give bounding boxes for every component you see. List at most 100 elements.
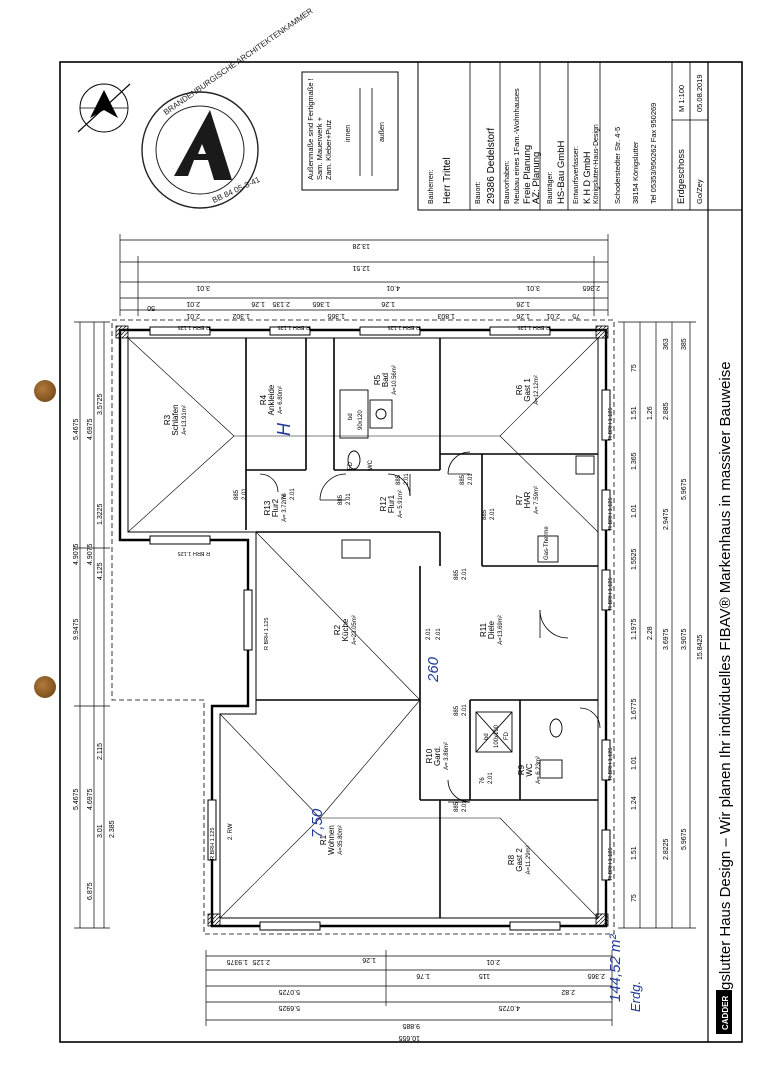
- win-tag-3: R BRH 1.125: [388, 324, 420, 330]
- door-201-h: 2.01: [436, 628, 442, 640]
- dim-bottom-r3-2: 4.0725: [498, 1004, 520, 1011]
- dim-bottom-r5-0: 2.365: [587, 972, 605, 979]
- structural-columns: [115, 325, 609, 927]
- room-id: R6: [515, 384, 524, 395]
- dim-top-second: 12.51: [352, 264, 370, 271]
- dimension-chains-bottom: [205, 950, 613, 1026]
- tb-bautraeger-label: Bauträger:: [547, 171, 554, 204]
- dim-left-1-2: 9.9475: [73, 618, 80, 640]
- tb-address-2: 38154 Königslutter: [631, 141, 640, 204]
- door-201-g: 2.01: [426, 628, 432, 640]
- dim-right-1-2: 5.9675: [681, 828, 688, 850]
- win-tag-6: R BRH 1.125: [608, 498, 614, 530]
- binder-hole-icon: [34, 676, 56, 698]
- win-tag-12: R BRH 1.125: [210, 828, 216, 860]
- dimension-text-top: 13.28 12.51 2.365 3.01 4.01 3.01 2.135 1…: [147, 242, 600, 319]
- door-885-b: 885: [338, 494, 344, 505]
- room-id: R5: [373, 374, 382, 385]
- dim-top-r3-1: 3.01: [526, 284, 540, 291]
- architect-seal-icon: BRANDENBURGISCHE ARCHITEKTENKAMMER BB 84…: [141, 6, 315, 209]
- title-block: Bauherren: Herr Trittel Bauort: 29386 De…: [417, 61, 743, 211]
- dim-top-r4-4: 1.26: [516, 300, 530, 307]
- dim-left-1-3: 3.01: [97, 824, 104, 838]
- room-area: A= 6.23m²: [536, 756, 542, 784]
- dim-top-r4-2: 1.26: [381, 300, 395, 307]
- hand-mark-h: H: [274, 422, 294, 436]
- room-name: Diele: [487, 620, 496, 639]
- room-name: Wohnen: [327, 825, 336, 855]
- wc-toilet-icon: [549, 718, 563, 738]
- dim-right-2-2: 3.6975: [663, 628, 670, 650]
- tb-planung-1: Freie Planung: [522, 145, 533, 204]
- dim-left-1-1b: 4.6975: [87, 788, 94, 810]
- door-885-a: 885: [234, 489, 240, 500]
- dim-left-2-1: 4.9075: [87, 543, 94, 565]
- dim-bottom-r4-4: 1.9375: [226, 958, 248, 965]
- win-tag-2: R BRH 1.125: [278, 324, 310, 330]
- shower-icon: [475, 711, 513, 753]
- dimension-text-left: 5.4675 4.6975 9.9475 5.4675 4.6975 3.01 …: [73, 393, 116, 900]
- tb-bautraeger-value: HS-Bau GmbH: [556, 141, 567, 204]
- binder-hole-icon: [34, 380, 56, 402]
- room-area: A= 6.80m²: [278, 386, 284, 414]
- fixture-rw: 2. RW: [228, 823, 234, 840]
- hand-mark-750: 7,50: [309, 808, 326, 838]
- note-line-2: Sam. Mauerwerk +: [315, 116, 324, 180]
- dim-left-1-0b: 5.4675: [73, 788, 80, 810]
- room-id: R4: [259, 394, 268, 405]
- dim-left-1-0: 5.4675: [73, 418, 80, 440]
- bathroom-fixtures: [339, 389, 595, 779]
- hand-erdg: Erdg.: [628, 981, 643, 1012]
- cadder-logo-icon: CADDER: [716, 990, 732, 1034]
- door-201-d: 2.01: [468, 473, 474, 485]
- dimension-text-right: 5.9675 15.8425 5.9675 2.885 2.9475 3.697…: [631, 338, 704, 902]
- dim-top-r4-5: 2.01: [186, 300, 200, 307]
- toilet-icon: [347, 450, 361, 470]
- dim-right-3-3: 1.01: [631, 504, 638, 518]
- room-area: A=13.91m²: [182, 405, 188, 435]
- dim-top-r3-0: 2.365: [582, 284, 600, 291]
- dim-top-r5-10: 2.01: [546, 312, 560, 319]
- north-arrow-icon: [77, 83, 131, 133]
- room-name: Gast 2: [515, 848, 524, 872]
- door-201-j: 2.01: [462, 800, 468, 812]
- door-201-b: 2.01: [346, 493, 352, 505]
- room-area: A= 3.86m²: [444, 742, 450, 770]
- door-885-d: 885: [460, 474, 466, 485]
- tb-address-1: Schoderstedter Str. 4-5: [613, 127, 622, 204]
- dim-left-3-0: 3.5725: [97, 393, 104, 415]
- tb-vorhaben-label: Bauvorhaben:: [504, 160, 511, 204]
- company-banner: Königslutter Haus Design – Wir planen Ih…: [717, 361, 734, 1020]
- dim-bottom-r4-1: 1.76: [416, 972, 430, 979]
- dim-top-r3-3: 3.01: [196, 284, 210, 291]
- room-id: R9: [517, 764, 526, 775]
- dim-right-3-7: 1.6775: [631, 698, 638, 720]
- door-201-f: 2.01: [462, 568, 468, 580]
- fixture-shower: bd: [484, 733, 490, 740]
- fixture-labels: bd 90x120 bd 100x100 FD FD WC Gas-Therme…: [228, 410, 550, 840]
- dim-right-3-0: 1.51: [631, 406, 638, 420]
- window-tags: R BRH 1.125 R BRH 1.125 R BRH 1.125 R BR…: [178, 324, 614, 880]
- doors: [259, 451, 601, 803]
- dim-left-3-1: 1.3225: [97, 503, 104, 525]
- room-name: WC: [525, 763, 534, 777]
- dimension-chains-top: [119, 234, 609, 316]
- dimension-chains-right: [618, 321, 696, 929]
- tb-bauherren-value: Herr Trittel: [442, 157, 453, 204]
- door-201-i: 2.01: [462, 704, 468, 716]
- win-tag-8: R BRH 1.125: [608, 748, 614, 780]
- room-area: A=35.80m²: [338, 825, 344, 855]
- gas-boiler-icon: [537, 535, 559, 563]
- dim-bottom-r5-3: 2.01: [486, 958, 500, 965]
- door-885-f: 885: [454, 569, 460, 580]
- interior-walls: [245, 338, 598, 918]
- room-area: A=13.69m²: [498, 615, 504, 645]
- room-id: R3: [163, 414, 172, 425]
- dim-top-r5-0: 50: [147, 304, 155, 311]
- room-area: A=12.12m²: [534, 375, 540, 405]
